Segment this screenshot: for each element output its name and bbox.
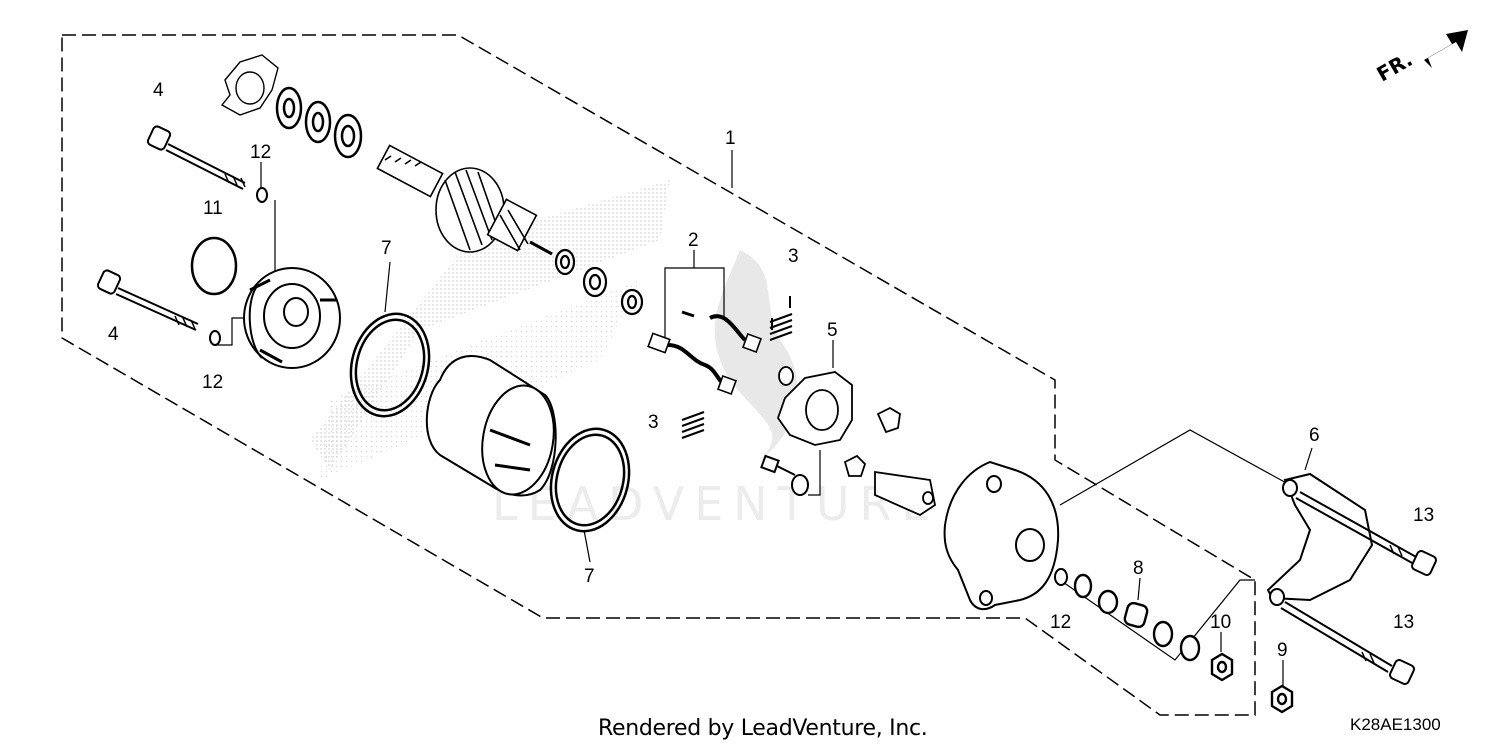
callout-13-top: 13 — [1413, 505, 1434, 526]
armature-washers — [554, 248, 644, 316]
brush-holder-fasteners — [760, 454, 809, 496]
callout-labels: 1 2 3 3 4 4 5 6 7 7 8 9 10 11 12 12 12 1… — [108, 80, 1434, 661]
assembly-boundary — [61, 34, 1256, 716]
callout-7-bottom: 7 — [584, 566, 595, 587]
callout-12-top: 12 — [250, 142, 271, 163]
rear-cover — [943, 460, 1060, 611]
long-bolt-bottom — [96, 269, 199, 331]
brush-holder — [776, 366, 937, 517]
large-o-rings — [349, 312, 631, 533]
small-washers — [209, 187, 1068, 586]
thrust-washers — [275, 86, 363, 159]
callout-5: 5 — [827, 320, 838, 341]
callout-11: 11 — [203, 198, 223, 219]
callout-4-top: 4 — [153, 80, 164, 101]
watermark-shading: LEADVENTURE — [310, 180, 941, 531]
fr-label: FR. — [1373, 47, 1417, 86]
terminal-washers — [1073, 573, 1294, 714]
front-direction-arrow: FR. — [1373, 30, 1468, 86]
brush-assembly — [647, 310, 762, 395]
front-cover — [243, 267, 341, 369]
yoke-housing — [425, 355, 557, 497]
lock-plate — [220, 54, 279, 116]
callout-3-top: 3 — [788, 246, 799, 267]
cover-bolts — [1280, 491, 1437, 685]
callout-3-bottom: 3 — [648, 412, 659, 433]
long-bolt-top — [146, 125, 246, 190]
o-ring — [190, 236, 238, 296]
diagram-code: K28AE1300 — [1350, 715, 1441, 734]
callout-1: 1 — [725, 128, 736, 149]
terminal-cover — [1266, 472, 1374, 606]
callout-12-right: 12 — [1050, 612, 1071, 633]
callout-9: 9 — [1277, 640, 1288, 661]
leader-lines — [215, 150, 1313, 686]
callout-12-left: 12 — [202, 372, 223, 393]
callout-13-bottom: 13 — [1393, 612, 1414, 633]
armature — [376, 144, 553, 256]
callout-8: 8 — [1133, 558, 1144, 579]
springs — [681, 296, 793, 439]
rendered-by-footer: Rendered by LeadVenture, Inc. — [598, 716, 928, 741]
watermark-text: LEADVENTURE — [492, 477, 941, 531]
callout-7-top: 7 — [381, 238, 392, 259]
callout-10: 10 — [1210, 612, 1231, 633]
callout-2: 2 — [688, 230, 699, 251]
callout-6: 6 — [1309, 425, 1320, 446]
callout-4-bottom: 4 — [108, 324, 119, 345]
